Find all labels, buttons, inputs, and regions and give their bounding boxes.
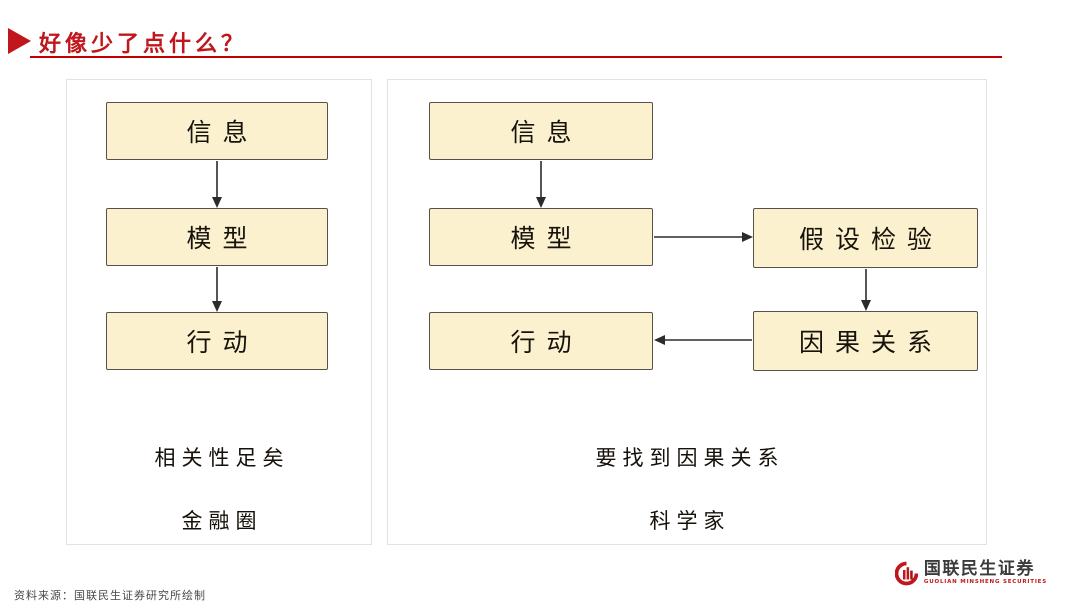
- panel-caption: 相关性足矣: [154, 446, 290, 470]
- title-underline: [30, 56, 1002, 58]
- scientist-panel: 信息 模型 行动 假设检验 因果关系 要找到因果关系 科学家: [387, 79, 987, 545]
- source-note: 资料来源：国联民生证券研究所绘制: [14, 589, 206, 602]
- page-title: 好像少了点什么？: [39, 32, 248, 57]
- flow-node-action: 行动: [429, 312, 653, 370]
- flow-node-information: 信息: [106, 102, 328, 160]
- flow-node-hypothesis-testing: 假设检验: [753, 208, 978, 268]
- arrow-down-icon: [536, 161, 546, 208]
- arrow-right-icon: [654, 232, 753, 242]
- logo-company-subtitle: GUOLIAN MINSHENG SECURITIES: [923, 579, 1047, 586]
- title-triangle-icon: [8, 28, 31, 54]
- arrow-down-icon: [212, 161, 222, 208]
- logo-text: 国联民生证券 GUOLIAN MINSHENG SECURITIES: [924, 561, 1047, 586]
- guolian-minsheng-logo: 国联民生证券 GUOLIAN MINSHENG SECURITIES: [894, 561, 1047, 586]
- panel-caption: 要找到因果关系: [595, 446, 785, 470]
- panel-caption: 金融圈: [181, 509, 263, 533]
- arrow-down-icon: [212, 267, 222, 312]
- financial-circle-panel: 信息 模型 行动 相关性足矣 金融圈: [66, 79, 372, 545]
- flow-node-model: 模型: [429, 208, 653, 266]
- panel-caption: 科学家: [649, 509, 731, 533]
- flow-node-causal-relationship: 因果关系: [753, 311, 978, 371]
- flow-node-model: 模型: [106, 208, 328, 266]
- logo-company-name: 国联民生证券: [923, 559, 1035, 580]
- arrow-down-icon: [861, 269, 871, 311]
- guolian-logo-icon: [894, 561, 918, 586]
- flow-node-action: 行动: [106, 312, 328, 370]
- flow-node-information: 信息: [429, 102, 653, 160]
- arrow-left-icon: [654, 335, 752, 345]
